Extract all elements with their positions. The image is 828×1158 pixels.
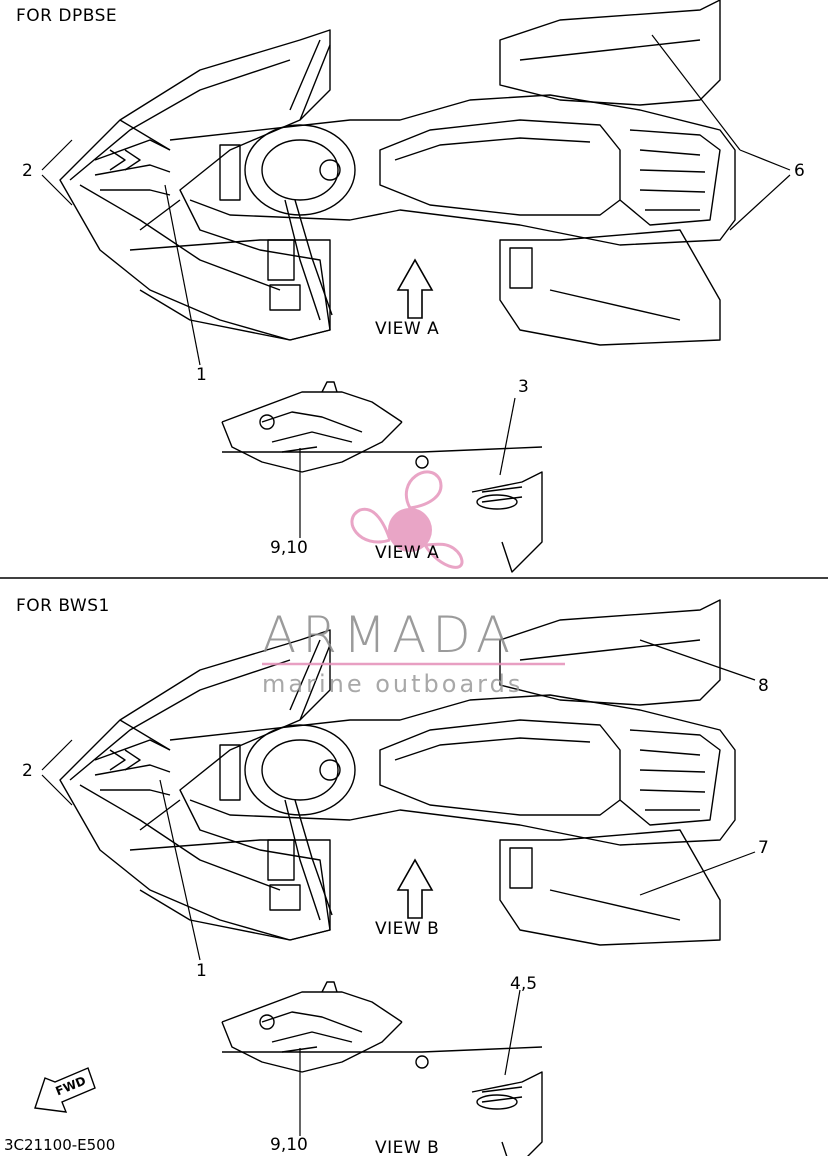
section-title-bws1: FOR BWS1: [16, 596, 110, 616]
view-b-arrow: [396, 858, 434, 919]
callout-top-9-10: 9,10: [270, 538, 308, 558]
atv-top-view-dpbse: [59, 0, 736, 346]
view-a-caption: VIEW A: [375, 543, 440, 563]
callout-top-2: 2: [22, 161, 33, 181]
view-b-detail: [221, 981, 543, 1156]
callout-bottom-7: 7: [758, 838, 769, 858]
view-a-arrow-label: VIEW A: [375, 319, 440, 339]
callout-bottom-9-10: 9,10: [270, 1135, 308, 1155]
watermark-tagline: marine outboards: [262, 670, 524, 698]
callout-bottom-1: 1: [196, 961, 207, 981]
leader-lines-top: [41, 34, 791, 538]
callout-top-3: 3: [518, 377, 529, 397]
section-title-dpbse: FOR DPBSE: [16, 6, 118, 26]
leader-lines-bottom: [41, 639, 756, 1136]
callout-top-1: 1: [196, 365, 207, 385]
part-code: 3C21100-E500: [4, 1136, 116, 1154]
view-b-caption: VIEW B: [375, 1138, 440, 1158]
callout-bottom-8: 8: [758, 676, 769, 696]
view-b-arrow-label: VIEW B: [375, 919, 440, 939]
view-a-arrow: [396, 258, 434, 319]
callout-top-6: 6: [794, 161, 805, 181]
fwd-arrow-icon: [34, 1067, 96, 1113]
callout-bottom-2: 2: [22, 761, 33, 781]
armada-logo-icon: [350, 470, 464, 569]
callout-bottom-4-5: 4,5: [510, 974, 538, 994]
watermark-brand: ARMADA: [262, 606, 517, 664]
